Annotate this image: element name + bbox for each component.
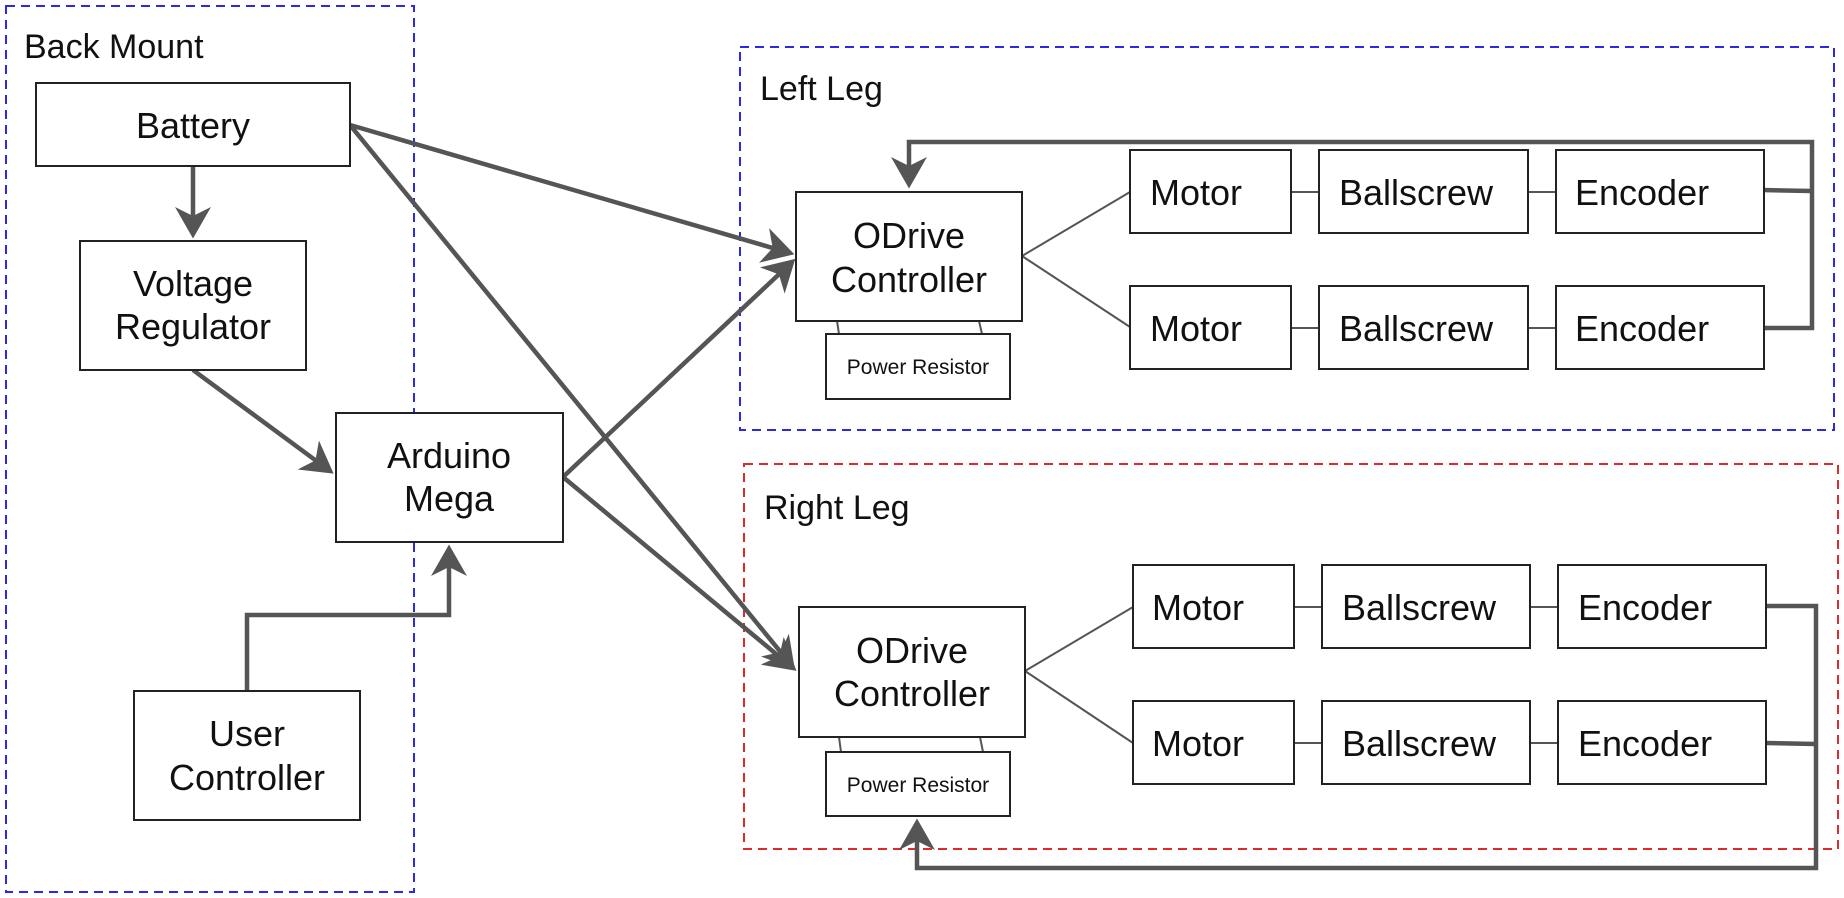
node-battery: Battery [35,82,351,167]
voltage-regulator-label-line-1: Voltage [133,263,253,304]
node-left-odrive-controller: ODrive Controller [795,191,1023,322]
edge-left-encoder-1-tap [1761,187,1813,194]
edge-arduino-to-left-odrive [561,258,796,479]
right-ballscrew-2-label: Ballscrew [1342,723,1497,764]
left-motor-2-label: Motor [1150,308,1242,349]
node-right-encoder-2: Encoder [1557,700,1767,785]
node-right-odrive-controller: ODrive Controller [798,606,1026,738]
left-power-resistor-label: Power Resistor [847,356,989,379]
edge-right-encoder-2-tap [1765,740,1817,747]
edge-arduino-to-right-odrive [561,475,797,671]
group-title-left-leg: Left Leg [760,70,883,108]
edge-voltage-regulator-to-arduino [191,368,334,474]
node-left-motor-2: Motor [1129,285,1292,370]
user-controller-label-line-2: Controller [169,757,325,798]
left-encoder-2-label: Encoder [1575,308,1709,349]
link-right-odrive-motor-2 [1024,670,1134,744]
right-odrive-label-line-2: Controller [834,673,990,714]
edge-right-encoders-to-power-resistor [899,603,1819,871]
node-user-controller: User Controller [133,690,361,821]
right-ballscrew-1-label: Ballscrew [1342,587,1497,628]
group-right-leg [743,463,1839,850]
node-right-ballscrew-1: Ballscrew [1321,564,1531,649]
edge-left-encoders-to-odrive [891,139,1815,331]
left-ballscrew-1-label: Ballscrew [1339,172,1494,213]
node-left-encoder-2: Encoder [1555,285,1765,370]
node-right-encoder-1: Encoder [1557,564,1767,649]
right-encoder-1-label: Encoder [1578,587,1712,628]
left-motor-1-label: Motor [1150,172,1242,213]
arduino-mega-label-line-1: Arduino [387,435,511,476]
group-title-right-leg: Right Leg [764,489,910,527]
left-odrive-label-line-2: Controller [831,259,987,300]
link-right-odrive-resistor-b [979,736,984,753]
left-odrive-label-line-1: ODrive [853,215,965,256]
connectors [175,122,1819,871]
arduino-mega-label-line-2: Mega [404,478,495,519]
group-title-back-mount: Back Mount [24,28,204,66]
link-right-odrive-resistor-a [838,736,842,753]
node-right-power-resistor: Power Resistor [825,751,1011,817]
edge-battery-to-left-odrive [349,122,795,263]
left-encoder-1-label: Encoder [1575,172,1709,213]
right-odrive-label-line-1: ODrive [856,630,968,671]
node-left-motor-1: Motor [1129,149,1292,234]
link-left-odrive-motor-2 [1021,255,1131,328]
edge-battery-to-right-odrive [348,123,795,670]
right-motor-2-label: Motor [1152,723,1244,764]
left-ballscrew-2-label: Ballscrew [1339,308,1494,349]
link-left-odrive-resistor-a [836,320,840,335]
node-left-ballscrew-2: Ballscrew [1318,285,1529,370]
user-controller-label-line-1: User [209,713,285,754]
node-right-motor-1: Motor [1132,564,1295,649]
link-left-odrive-resistor-b [978,320,983,335]
right-encoder-2-label: Encoder [1578,723,1712,764]
right-power-resistor-label: Power Resistor [847,774,989,797]
battery-label: Battery [136,105,250,146]
voltage-regulator-label-line-2: Regulator [115,306,271,347]
node-left-encoder-1: Encoder [1555,149,1765,234]
edge-user-controller-to-arduino [244,544,467,691]
node-voltage-regulator: Voltage Regulator [79,240,307,371]
right-motor-1-label: Motor [1152,587,1244,628]
node-arduino-mega: Arduino Mega [335,412,564,543]
link-left-odrive-motor-1 [1021,191,1131,257]
link-right-odrive-motor-1 [1024,606,1134,672]
node-right-ballscrew-2: Ballscrew [1321,700,1531,785]
group-back-mount [5,5,415,893]
node-left-ballscrew-1: Ballscrew [1318,149,1529,234]
node-left-power-resistor: Power Resistor [825,333,1011,400]
node-right-motor-2: Motor [1132,700,1295,785]
